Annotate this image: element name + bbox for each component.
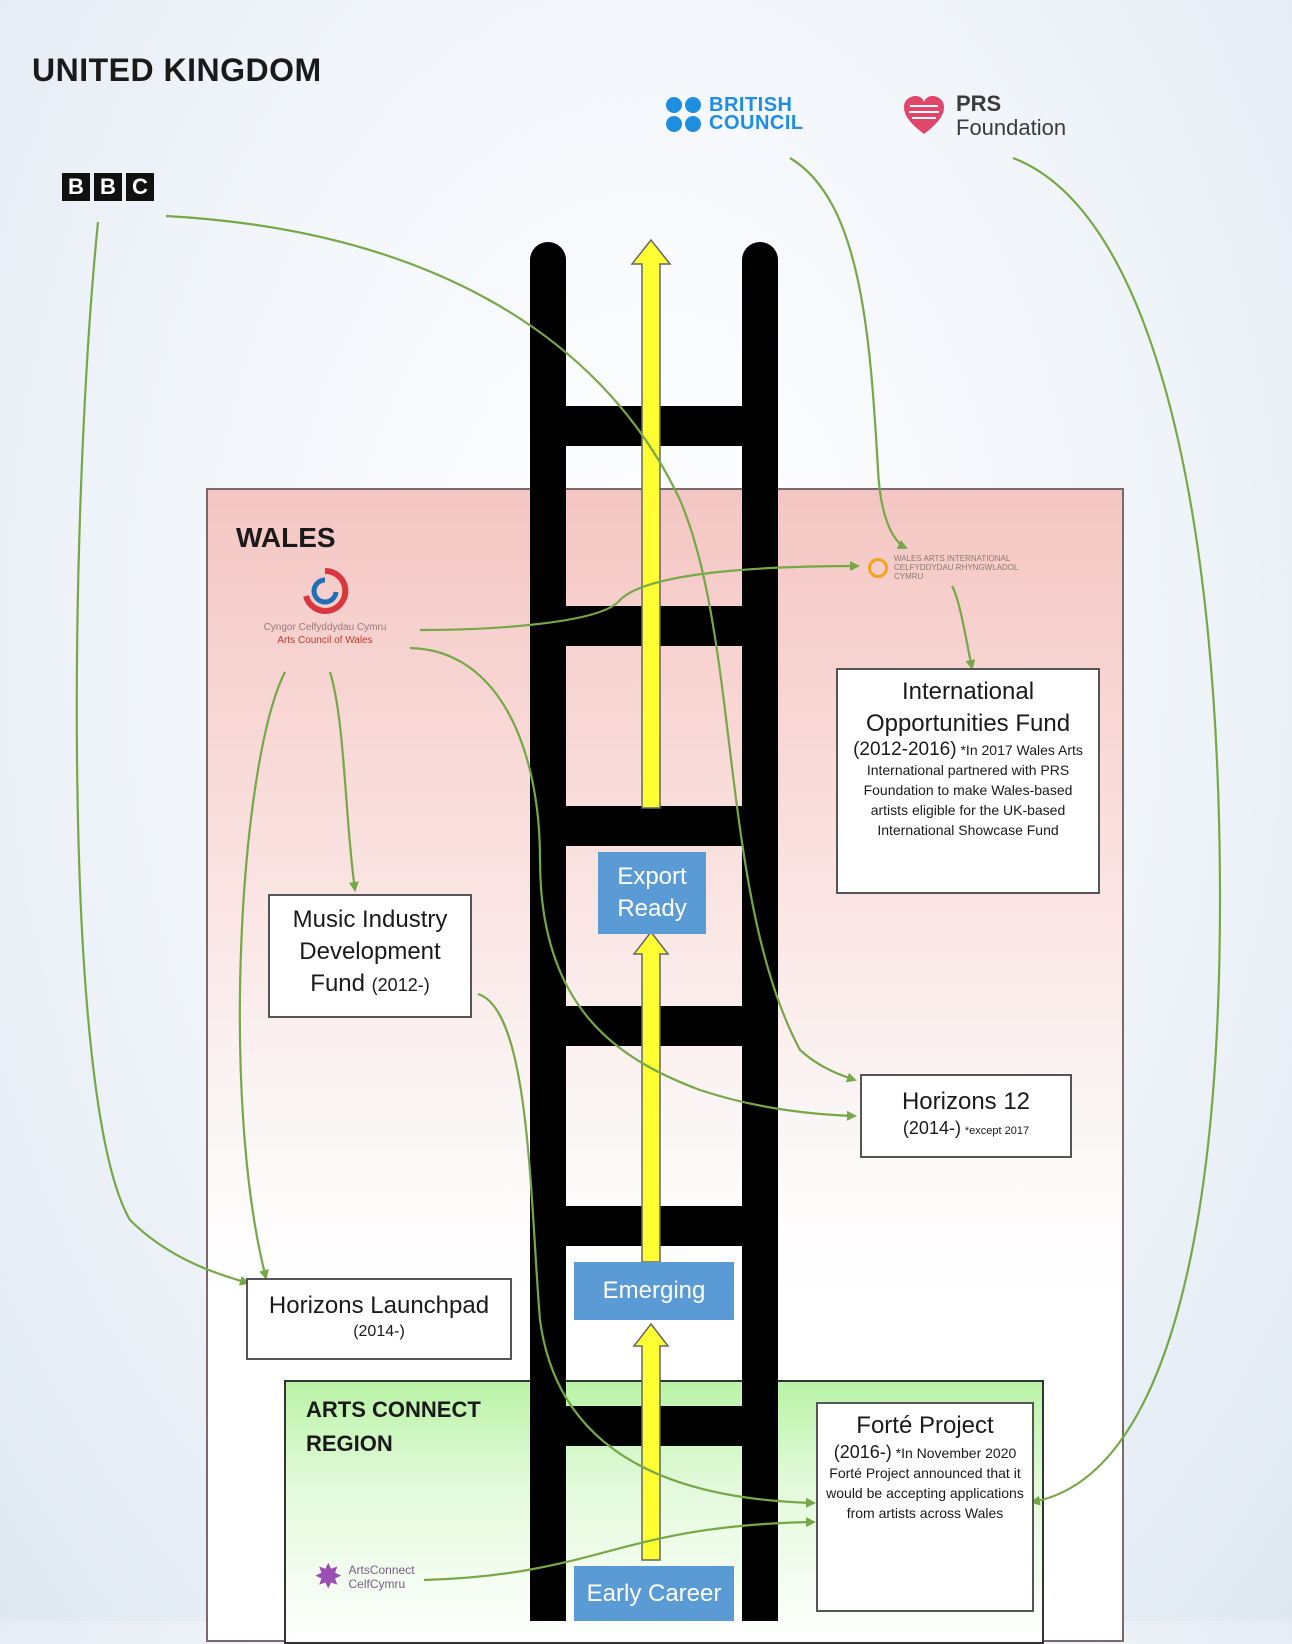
- connector-arrows: [75, 156, 1222, 1582]
- forte-title: Forté Project: [856, 1412, 994, 1439]
- hl-years: (2014-): [353, 1323, 405, 1340]
- stage-early-label: Early Career: [586, 1579, 722, 1607]
- iof-title-line2: Opportunities Fund: [865, 710, 1071, 737]
- arts-connect-logo: ✸ ArtsConnect CelfCymru: [314, 1560, 415, 1594]
- bbc-logo: B B C: [62, 173, 154, 201]
- wai-ring-icon: [868, 557, 888, 578]
- forte-note: *In November 2020 Forté Project announce…: [826, 1445, 1024, 1521]
- hl-title: Horizons Launchpad: [268, 1292, 490, 1319]
- prs-foundation-logo: PRS Foundation: [900, 92, 1066, 140]
- horizons-launchpad-box: Horizons Launchpad (2014-): [246, 1278, 512, 1360]
- prs-heart-icon: [904, 96, 944, 134]
- stage-export-line2: Ready: [617, 895, 687, 922]
- bbc-letter: B: [62, 173, 90, 201]
- h12-note: *except 2017: [964, 1125, 1030, 1137]
- international-opportunities-fund-box: International Opportunities Fund (2012-2…: [836, 668, 1100, 894]
- page-title: UNITED KINGDOM: [32, 52, 322, 88]
- arts-connect-title-line2: REGION: [306, 1431, 393, 1456]
- stage-emerging: Emerging: [574, 1262, 734, 1320]
- prs-line2: Foundation: [956, 115, 1067, 140]
- stage-export-line1: Export: [617, 863, 687, 890]
- british-council-logo: BRITISH COUNCIL: [666, 94, 804, 134]
- arts-connect-title: ARTS CONNECT REGION: [306, 1393, 481, 1461]
- stage-early-career: Early Career: [574, 1566, 734, 1621]
- midf-title-line1: Music Industry: [292, 906, 448, 933]
- arts-council-welsh-name: Cyngor Celfyddydau Cymru: [263, 622, 387, 633]
- h12-years: (2014-): [902, 1118, 961, 1138]
- arts-connect-star-icon: ✸: [314, 1558, 343, 1596]
- wales-title: WALES: [236, 522, 336, 553]
- wai-text: WALES ARTS INTERNATIONAL CELFYDDYDAU RHY…: [894, 554, 1019, 581]
- bbc-letter: C: [126, 173, 154, 201]
- iof-title-line1: International: [901, 678, 1035, 705]
- stage-export-ready: Export Ready: [598, 852, 706, 934]
- forte-project-box: Forté Project (2016-) *In November 2020 …: [816, 1402, 1034, 1612]
- british-council-dots-icon: [666, 96, 701, 132]
- arts-council-swirl-icon: [303, 567, 349, 614]
- forte-years: (2016-): [833, 1442, 892, 1462]
- wales-arts-international-logo: WALES ARTS INTERNATIONAL CELFYDDYDAU RHY…: [868, 554, 1044, 581]
- midf-years: (2012-): [371, 975, 430, 995]
- progress-arrows: [630, 238, 672, 1561]
- arts-connect-logo-line2: CelfCymru: [348, 1577, 406, 1591]
- stage-emerging-label: Emerging: [602, 1277, 706, 1304]
- british-council-line2: COUNCIL: [709, 112, 804, 134]
- prs-line1: PRS: [956, 91, 1002, 116]
- ladder-rail-right: [742, 242, 778, 1621]
- iof-note: *In 2017 Wales Arts International partne…: [863, 742, 1083, 838]
- iof-years: (2012-2016): [853, 739, 957, 760]
- midf-title-line2: Development: [299, 938, 441, 965]
- arts-connect-logo-line1: ArtsConnect: [348, 1563, 415, 1577]
- arts-council-wales-logo: Cyngor Celfyddydau Cymru Arts Council of…: [240, 566, 410, 647]
- horizons-12-box: Horizons 12 (2014-) *except 2017: [860, 1074, 1072, 1158]
- music-industry-development-fund-box: Music Industry Development Fund (2012-): [268, 894, 472, 1018]
- arts-connect-title-line1: ARTS CONNECT: [306, 1397, 481, 1422]
- arts-council-english-name: Arts Council of Wales: [277, 635, 373, 646]
- bbc-letter: B: [94, 173, 122, 201]
- h12-title: Horizons 12: [901, 1088, 1031, 1115]
- british-council-line1: BRITISH: [709, 94, 793, 116]
- midf-fund: Fund: [310, 970, 365, 997]
